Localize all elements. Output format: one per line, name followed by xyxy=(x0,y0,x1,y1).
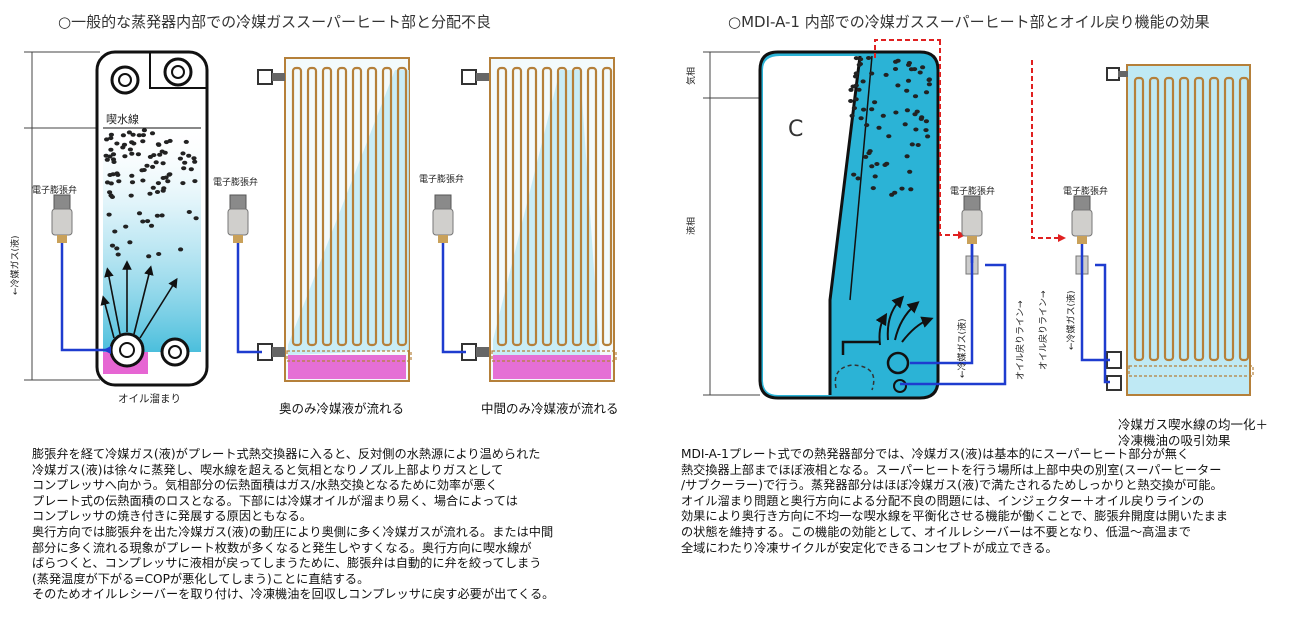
oil-return-line-label-1: オイル戻りライン→ xyxy=(1016,300,1026,380)
left-valve-2 xyxy=(227,194,249,243)
expansion-valve-label-1: 電子膨張弁 xyxy=(32,186,78,196)
left-paragraph-line: (蒸発温度が下がる=COPが悪化してしまう)ことに直結する。 xyxy=(32,571,370,586)
right-paragraph-line: の状態を維持する。この機能の効能として、オイルレシーバーは不要となり、低温～高温… xyxy=(681,524,1191,539)
oil-return-line-label-2: オイル戻りライン→ xyxy=(1039,290,1049,370)
oil-return-dashed-2 xyxy=(1031,60,1062,239)
expansion-valve-label-2: 電子膨張弁 xyxy=(213,178,259,188)
right-side-exchanger xyxy=(1106,64,1254,396)
right-panel-title: ○MDI-A-1 内部での冷媒ガススーパーヒート部とオイル戻り機能の効果 xyxy=(728,13,1210,31)
oil-pool-label: オイル溜まり xyxy=(118,393,181,405)
right-flow-line-2 xyxy=(1080,244,1110,384)
right-refrigerant-gas-label-2: ←冷媒ガス(液) xyxy=(1067,290,1077,350)
liquid-phase-label: 液相 xyxy=(687,216,697,235)
left-bubbles xyxy=(103,128,199,259)
right-paragraph-line: 全域にわたり冷凍サイクルが安定化できるコンセプトが成立できる。 xyxy=(681,540,1058,555)
left-paragraph-line: プレート式の伝熱面積のロスとなる。下部には冷媒オイルが溜まり易く、場合によっては xyxy=(32,493,518,508)
right-paragraph-line: 熱交換器上部までほぼ液相となる。スーパーヒートを行う場所は上部中央の別室(スーパ… xyxy=(681,462,1222,477)
right-valve-2 xyxy=(1071,195,1093,275)
right-expansion-valve-label-1: 電子膨張弁 xyxy=(950,187,996,197)
right-refrigerant-gas-label-1: ←冷媒ガス(液) xyxy=(958,318,968,378)
left-paragraph-line: コンプレッサへ向かう。気相部分の伝熱面積はガス/水熱交換となるために効率が悪く xyxy=(32,478,498,493)
left-paragraph-line: 膨張弁を経て冷媒ガス(液)がプレート式熱交換器に入ると、反対側の水熱源により温め… xyxy=(32,447,541,461)
right-caption-line-1: 冷媒ガス喫水線の均一化＋ xyxy=(1118,417,1269,432)
caption-middle-only: 中間のみ冷媒液が流れる xyxy=(481,401,619,416)
left-paragraph-line: ばらつくと、コンプレッサに液相が戻ってしまうために、膨張弁は自動的に弁を絞ってし… xyxy=(32,556,542,571)
oil-return-dashed-1 xyxy=(874,39,962,236)
left-valve-3 xyxy=(432,194,454,243)
left-valve-1 xyxy=(51,194,73,243)
left-flow-line-3 xyxy=(441,243,466,354)
right-plate-exchanger: C xyxy=(703,50,940,400)
evaporation-line-label: 喫水線 xyxy=(106,113,139,126)
svg-text:C: C xyxy=(788,117,803,142)
side-exchanger-1 xyxy=(257,57,412,382)
right-paragraph-line: 効果により奥行き方向に不均一な喫水線を平衡化させる機能が働くことで、膨張弁開度は… xyxy=(681,509,1228,524)
left-paragraph: 膨張弁を経て冷媒ガス(液)がプレート式熱交換器に入ると、反対側の水熱源により温め… xyxy=(32,447,554,603)
left-paragraph-line: コンプレッサの焼き付きに発展する原因ともなる。 xyxy=(32,509,312,524)
side-exchanger-2 xyxy=(461,57,617,382)
right-paragraph: MDI-A-1プレート式での熱発器部分では、冷媒ガス(液)は基本的にスーパーヒー… xyxy=(681,447,1228,556)
expansion-valve-label-3: 電子膨張弁 xyxy=(419,175,465,185)
left-paragraph-line: 部分に多く流れる現象がプレート枚数が多くなると発生しやすくなる。奥行方向に喫水線… xyxy=(32,540,532,555)
right-paragraph-line: MDI-A-1プレート式での熱発器部分では、冷媒ガス(液)は基本的にスーパーヒー… xyxy=(681,447,1190,461)
right-valve-1 xyxy=(961,195,983,275)
fin-base xyxy=(1128,365,1254,377)
left-flow-line-2 xyxy=(236,243,262,354)
left-paragraph-line: 冷媒ガス(液)は徐々に蒸発し、喫水線を超えると気相となりノズル上部よりガスとして xyxy=(32,462,504,477)
gas-phase-label: 気相 xyxy=(687,66,697,85)
right-paragraph-line: オイル溜まり問題と奥行方向による分配不良の問題には、インジェクター＋オイル戻りラ… xyxy=(681,493,1205,508)
left-plate-exchanger xyxy=(24,50,209,387)
right-bubbles xyxy=(848,56,933,197)
refrigerant-gas-label: ←冷媒ガス(液) xyxy=(11,235,21,295)
left-flow-line-1 xyxy=(60,243,110,352)
caption-back-only: 奥のみ冷媒液が流れる xyxy=(279,401,405,416)
right-paragraph-line: /サブクーラー)で行う。蒸発器部分はほぼ冷媒ガス(液)で満たされるためしっかりと… xyxy=(681,478,1223,493)
fin-base xyxy=(286,350,412,362)
left-paragraph-line: そのためオイルレシーバーを取り付け、冷凍機油を回収しコンプレッサに戻す必要が出て… xyxy=(32,587,555,602)
left-panel-title: ○一般的な蒸発器内部での冷媒ガススーパーヒート部と分配不良 xyxy=(58,13,491,31)
left-paragraph-line: 奥行方向では膨張弁を出た冷媒ガス(液)の動圧により奥側に多く冷媒ガスが流れる。ま… xyxy=(32,524,554,539)
right-caption-line-2: 冷凍機油の吸引効果 xyxy=(1118,433,1231,448)
fin-base xyxy=(491,350,617,362)
right-expansion-valve-label-2: 電子膨張弁 xyxy=(1063,187,1109,197)
